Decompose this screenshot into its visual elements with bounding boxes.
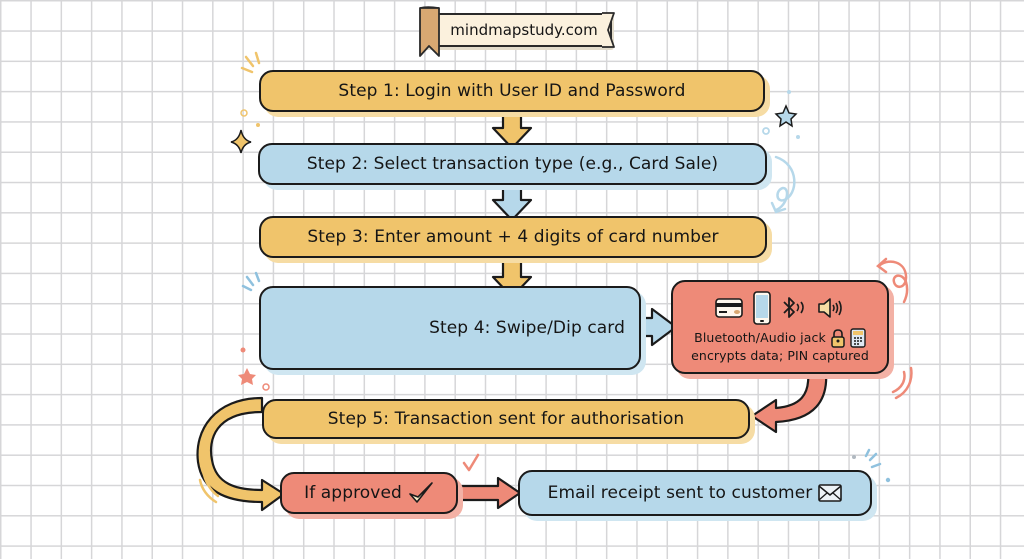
envelope-icon — [818, 484, 843, 502]
bluetooth-icon — [783, 297, 804, 318]
step-4-label: Step 4: Swipe/Dip card — [429, 318, 625, 338]
device-info-text: Bluetooth/Audio jack encrypts data; PIN … — [673, 328, 887, 364]
step-2-box: Step 2: Select transaction type (e.g., C… — [258, 143, 767, 185]
if-approved-box: If approved — [280, 472, 458, 514]
info-line-2: encrypts data; PIN captured — [691, 348, 869, 363]
speaker-icon — [818, 298, 842, 318]
banner-tail — [602, 12, 615, 48]
step-3-label: Step 3: Enter amount + 4 digits of card … — [307, 227, 719, 247]
site-banner: mindmapstudy.com — [420, 13, 612, 47]
step-1-label: Step 1: Login with User ID and Password — [338, 81, 686, 101]
step-1-box: Step 1: Login with User ID and Password — [259, 70, 765, 112]
dot-decoration — [262, 383, 270, 391]
step-3-box: Step 3: Enter amount + 4 digits of card … — [259, 216, 767, 258]
arrow-step2-to-step3 — [491, 182, 533, 222]
motion-lines-yellow — [198, 468, 220, 504]
info-line-1: Bluetooth/Audio jack — [694, 330, 826, 345]
if-approved-label: If approved — [304, 483, 402, 503]
sparkle-lines-right-blue — [864, 448, 882, 469]
dot-decoration — [885, 477, 891, 483]
star-icon — [774, 104, 798, 128]
step-5-label: Step 5: Transaction sent for authorisati… — [327, 409, 685, 429]
email-receipt-box: Email receipt sent to customer — [518, 470, 872, 516]
arrow-approved-to-receipt — [454, 476, 522, 510]
swirl-arrowhead — [770, 201, 787, 214]
arrow-info-to-step5 — [750, 370, 828, 434]
swirl-arrow-decoration — [774, 155, 796, 212]
checkmark-icon — [409, 482, 433, 503]
motion-lines-red — [891, 366, 913, 400]
swirl-arrowhead — [876, 257, 888, 274]
email-receipt-label: Email receipt sent to customer — [547, 483, 813, 503]
star-icon — [238, 368, 256, 385]
dot-decoration — [256, 123, 260, 127]
dot-decoration — [240, 347, 246, 353]
site-name: mindmapstudy.com — [450, 21, 598, 39]
ribbon-bookmark-icon — [419, 6, 440, 57]
keypad-icon — [850, 328, 866, 348]
dot-decoration — [240, 109, 248, 117]
step-5-box: Step 5: Transaction sent for authorisati… — [262, 399, 750, 439]
dot-decoration — [796, 135, 800, 139]
step-2-label: Step 2: Select transaction type (e.g., C… — [306, 154, 719, 174]
dot-decoration — [762, 127, 770, 135]
checkmark-decoration — [462, 453, 480, 472]
credit-card-icon — [715, 298, 743, 318]
smartphone-icon — [753, 291, 771, 325]
sparkle-lines-left-blue — [241, 271, 261, 292]
padlock-icon — [831, 329, 845, 348]
step-4-box: Step 4: Swipe/Dip card — [259, 286, 641, 370]
device-icon-row — [715, 288, 845, 328]
dot-decoration — [852, 455, 856, 459]
device-info-box: Bluetooth/Audio jack encrypts data; PIN … — [671, 280, 889, 374]
dot-decoration — [787, 90, 791, 94]
sparkle-lines-top-left — [240, 51, 261, 74]
sparkle-star-icon — [230, 129, 252, 154]
